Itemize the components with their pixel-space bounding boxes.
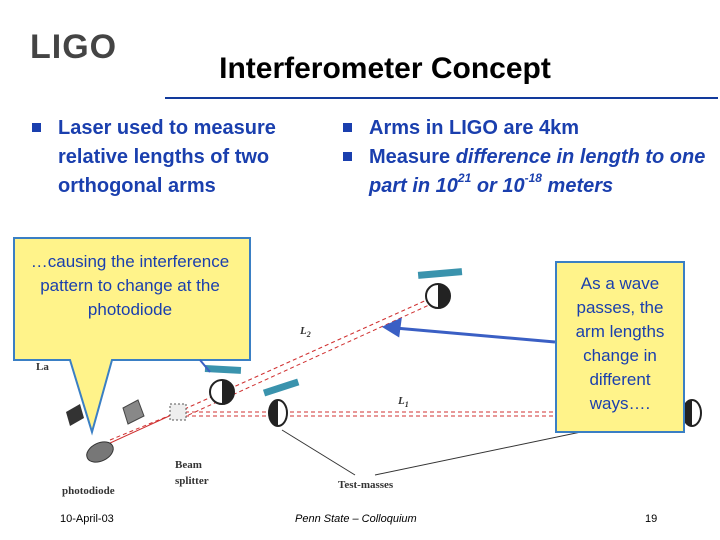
leader-test-masses-1: [281, 429, 356, 476]
arm-l2-letter: L: [299, 325, 307, 337]
bullet-measure-pre: Measure: [369, 146, 456, 168]
right-callout-text: As a wave passes, the arm lengths change…: [575, 274, 665, 413]
beam-splitter-label-2: splitter: [175, 475, 209, 487]
slide-title: Interferometer Concept: [219, 52, 551, 85]
arm-l1-sub: 1: [405, 400, 409, 409]
measure-italic-text: difference in length to one part in 10: [369, 146, 706, 197]
footer-page-number: 19: [645, 513, 658, 525]
bullet-laser-text: Laser used to measure relative lengths o…: [58, 117, 276, 197]
bullet-square-icon: [343, 152, 352, 161]
exponent-21: 21: [457, 171, 472, 185]
arm-l1-label: L1: [397, 395, 409, 409]
near-mass-l1: [262, 378, 300, 427]
ligo-logo: LIGO: [30, 28, 118, 66]
arm-l2-sub: 2: [306, 330, 311, 339]
bullet-square-icon: [343, 123, 352, 132]
laser-block: [66, 404, 84, 426]
measure-mid-text: or 10: [471, 175, 525, 197]
left-callout-text: …causing the interference pattern to cha…: [30, 252, 230, 319]
bullet-measure-italic: difference in length to one part in 1021…: [369, 146, 705, 197]
bullet-measure: Measure difference in length to one part…: [343, 143, 713, 201]
footer-event: Penn State – Colloquium: [295, 513, 417, 525]
left-callout-bubble: [13, 237, 251, 436]
test-masses-label: Test-masses: [338, 479, 394, 491]
photodiode-label: photodiode: [62, 485, 115, 497]
grey-plate: [122, 399, 145, 425]
leader-test-masses-2: [374, 427, 601, 476]
beam-to-bs: [109, 411, 179, 441]
bullet-square-icon: [32, 123, 41, 132]
far-mass-l1: [682, 399, 702, 427]
title-underline: [165, 97, 718, 99]
exponent-minus-18: -18: [524, 171, 542, 185]
bullet-arms-text: Arms in LIGO are 4km: [369, 117, 580, 139]
bullet-laser: Laser used to measure relative lengths o…: [32, 114, 332, 201]
beam-arm-l2: [177, 293, 441, 413]
near-mass-l2: [204, 365, 242, 405]
right-callout-box: [555, 261, 685, 433]
bullet-arms: Arms in LIGO are 4km: [343, 114, 713, 143]
photodiode-icon: [86, 441, 114, 463]
right-bullet-list: Arms in LIGO are 4km Measure difference …: [343, 114, 713, 201]
laser-label-fragment: La: [36, 361, 49, 373]
arm-l1-letter: L: [397, 395, 405, 407]
leader-callout-stub: [199, 359, 211, 373]
beam-to-photodiode: [107, 411, 179, 445]
footer-date: 10-April-03: [60, 513, 114, 525]
arm-l2-label: L2: [299, 325, 311, 339]
measure-end-text: meters: [541, 175, 614, 197]
far-mass-l2: [417, 268, 463, 309]
beam-splitter-label-1: Beam: [175, 459, 202, 471]
left-bullet-list: Laser used to measure relative lengths o…: [32, 114, 332, 201]
beam-arm-l2-b: [181, 299, 441, 419]
beam-splitter-icon: [169, 403, 187, 421]
arrow-to-callout: [381, 317, 556, 344]
